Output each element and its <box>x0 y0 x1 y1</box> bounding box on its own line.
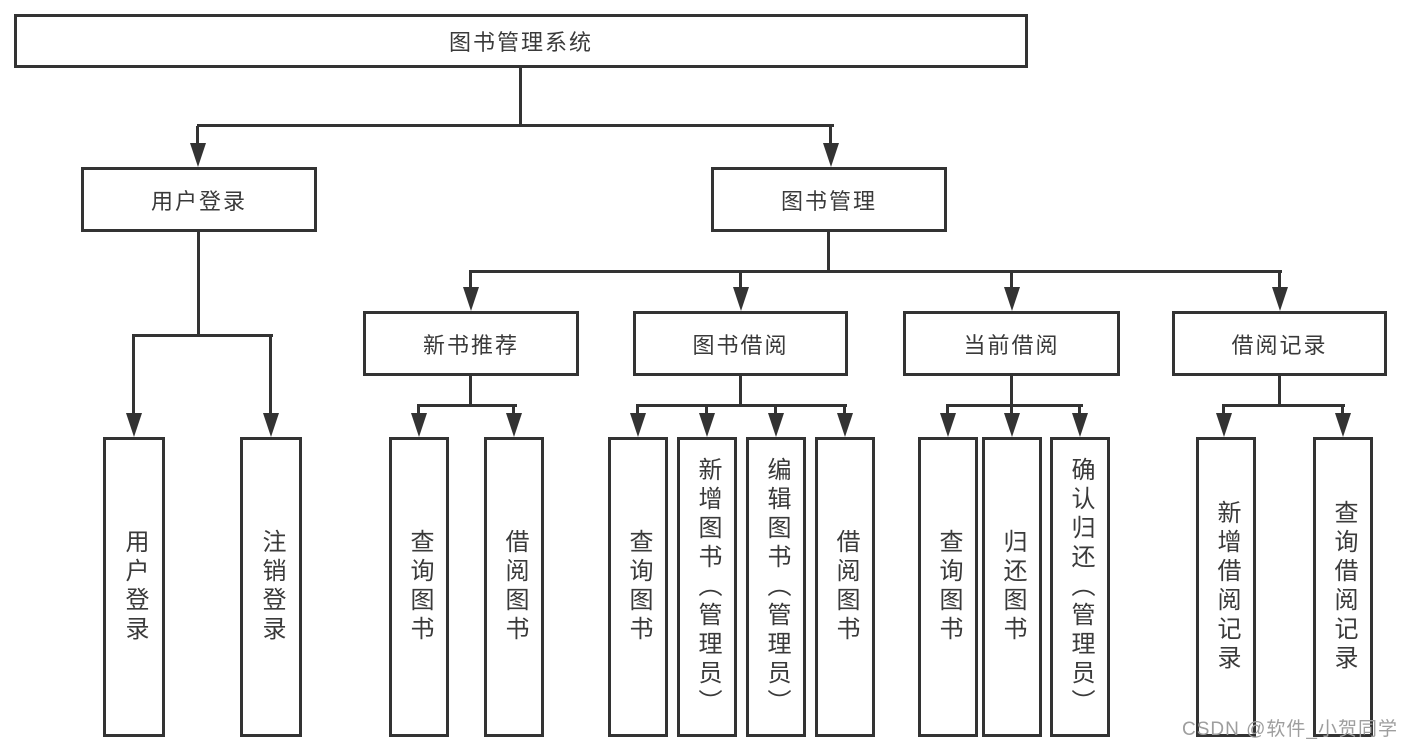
connector-line <box>705 404 708 416</box>
connector-line <box>1278 376 1281 407</box>
connector-line <box>417 404 420 416</box>
connector-line <box>829 126 832 148</box>
leaf-query-borrow-record: 查询借阅记录 <box>1313 437 1373 737</box>
connector-line <box>1341 404 1344 416</box>
arrow-down-icon <box>126 413 142 437</box>
node-label: 借阅图书 <box>832 529 859 645</box>
arrow-down-icon <box>630 413 646 437</box>
leaf-query-books-borrowing: 查询图书 <box>608 437 668 737</box>
connector-line <box>197 124 834 127</box>
connector-line <box>1010 270 1013 292</box>
node-label: 图书管理系统 <box>448 30 593 55</box>
arrow-down-icon <box>463 287 479 311</box>
arrow-down-icon <box>263 413 279 437</box>
connector-line <box>519 68 522 126</box>
node-user-login: 用户登录 <box>81 167 317 232</box>
leaf-logout: 注销登录 <box>240 437 302 737</box>
arrow-down-icon <box>699 413 715 437</box>
node-label: 新书推荐 <box>422 332 519 358</box>
arrow-down-icon <box>1335 413 1351 437</box>
node-current-borrowing: 当前借阅 <box>903 311 1120 376</box>
node-label: 查询图书 <box>625 529 652 645</box>
connector-line <box>196 126 199 148</box>
node-borrowing-records: 借阅记录 <box>1172 311 1387 376</box>
connector-line <box>636 404 847 407</box>
leaf-add-books-admin: 新增图书（管理员） <box>677 437 737 737</box>
leaf-confirm-return-admin: 确认归还（管理员） <box>1050 437 1110 737</box>
arrow-down-icon <box>1072 413 1088 437</box>
connector-line <box>1010 404 1013 416</box>
connector-line <box>739 376 742 407</box>
node-label: 图书借阅 <box>692 332 789 358</box>
connector-line <box>946 404 949 416</box>
node-label: 确认归还（管理员） <box>1067 456 1094 718</box>
node-label: 编辑图书（管理员） <box>763 456 790 718</box>
arrow-down-icon <box>1004 413 1020 437</box>
connector-line <box>512 404 515 416</box>
connector-line <box>469 270 1282 273</box>
node-label: 归还图书 <box>999 529 1026 645</box>
connector-line <box>469 376 472 407</box>
connector-line <box>1278 270 1281 292</box>
leaf-user-login: 用户登录 <box>103 437 165 737</box>
node-label: 借阅图书 <box>501 529 528 645</box>
arrow-down-icon <box>190 143 206 167</box>
leaf-edit-books-admin: 编辑图书（管理员） <box>746 437 806 737</box>
connector-line <box>1222 404 1345 407</box>
connector-line <box>469 270 472 292</box>
node-label: 借阅记录 <box>1231 332 1328 358</box>
connector-line <box>197 232 200 336</box>
connector-line <box>636 404 639 416</box>
connector-line <box>1010 376 1013 407</box>
connector-line <box>132 334 135 416</box>
arrow-down-icon <box>837 413 853 437</box>
arrow-down-icon <box>733 287 749 311</box>
arrow-down-icon <box>506 413 522 437</box>
leaf-borrow-books-recommend: 借阅图书 <box>484 437 544 737</box>
node-label: 用户登录 <box>121 529 148 645</box>
leaf-query-books-current: 查询图书 <box>918 437 978 737</box>
node-book-management: 图书管理 <box>711 167 947 232</box>
connector-line <box>827 232 830 272</box>
arrow-down-icon <box>411 413 427 437</box>
arrow-down-icon <box>1004 287 1020 311</box>
leaf-return-books: 归还图书 <box>982 437 1042 737</box>
connector-line <box>1078 404 1081 416</box>
arrow-down-icon <box>1272 287 1288 311</box>
leaf-borrow-books: 借阅图书 <box>815 437 875 737</box>
connector-line <box>1222 404 1225 416</box>
connector-line <box>774 404 777 416</box>
node-label: 用户登录 <box>150 188 247 214</box>
connector-line <box>946 404 1083 407</box>
csdn-watermark: CSDN @软件_小贺同学 <box>1182 719 1398 740</box>
connector-line <box>269 334 272 416</box>
arrow-down-icon <box>1216 413 1232 437</box>
connector-line <box>739 270 742 292</box>
arrow-down-icon <box>768 413 784 437</box>
node-book-borrowing: 图书借阅 <box>633 311 848 376</box>
connector-line <box>843 404 846 416</box>
node-root-library-system: 图书管理系统 <box>14 14 1028 68</box>
node-label: 当前借阅 <box>963 332 1060 358</box>
arrow-down-icon <box>823 143 839 167</box>
node-label: 新增借阅记录 <box>1213 500 1240 674</box>
leaf-add-borrow-record: 新增借阅记录 <box>1196 437 1256 737</box>
node-label: 查询图书 <box>406 529 433 645</box>
node-label: 查询图书 <box>935 529 962 645</box>
node-label: 查询借阅记录 <box>1330 500 1357 674</box>
node-label: 注销登录 <box>258 529 285 645</box>
node-label: 新增图书（管理员） <box>694 456 721 718</box>
node-label: 图书管理 <box>780 188 877 214</box>
connector-line <box>417 404 517 407</box>
connector-line <box>132 334 273 337</box>
node-new-book-recommend: 新书推荐 <box>363 311 579 376</box>
arrow-down-icon <box>940 413 956 437</box>
leaf-query-books-recommend: 查询图书 <box>389 437 449 737</box>
